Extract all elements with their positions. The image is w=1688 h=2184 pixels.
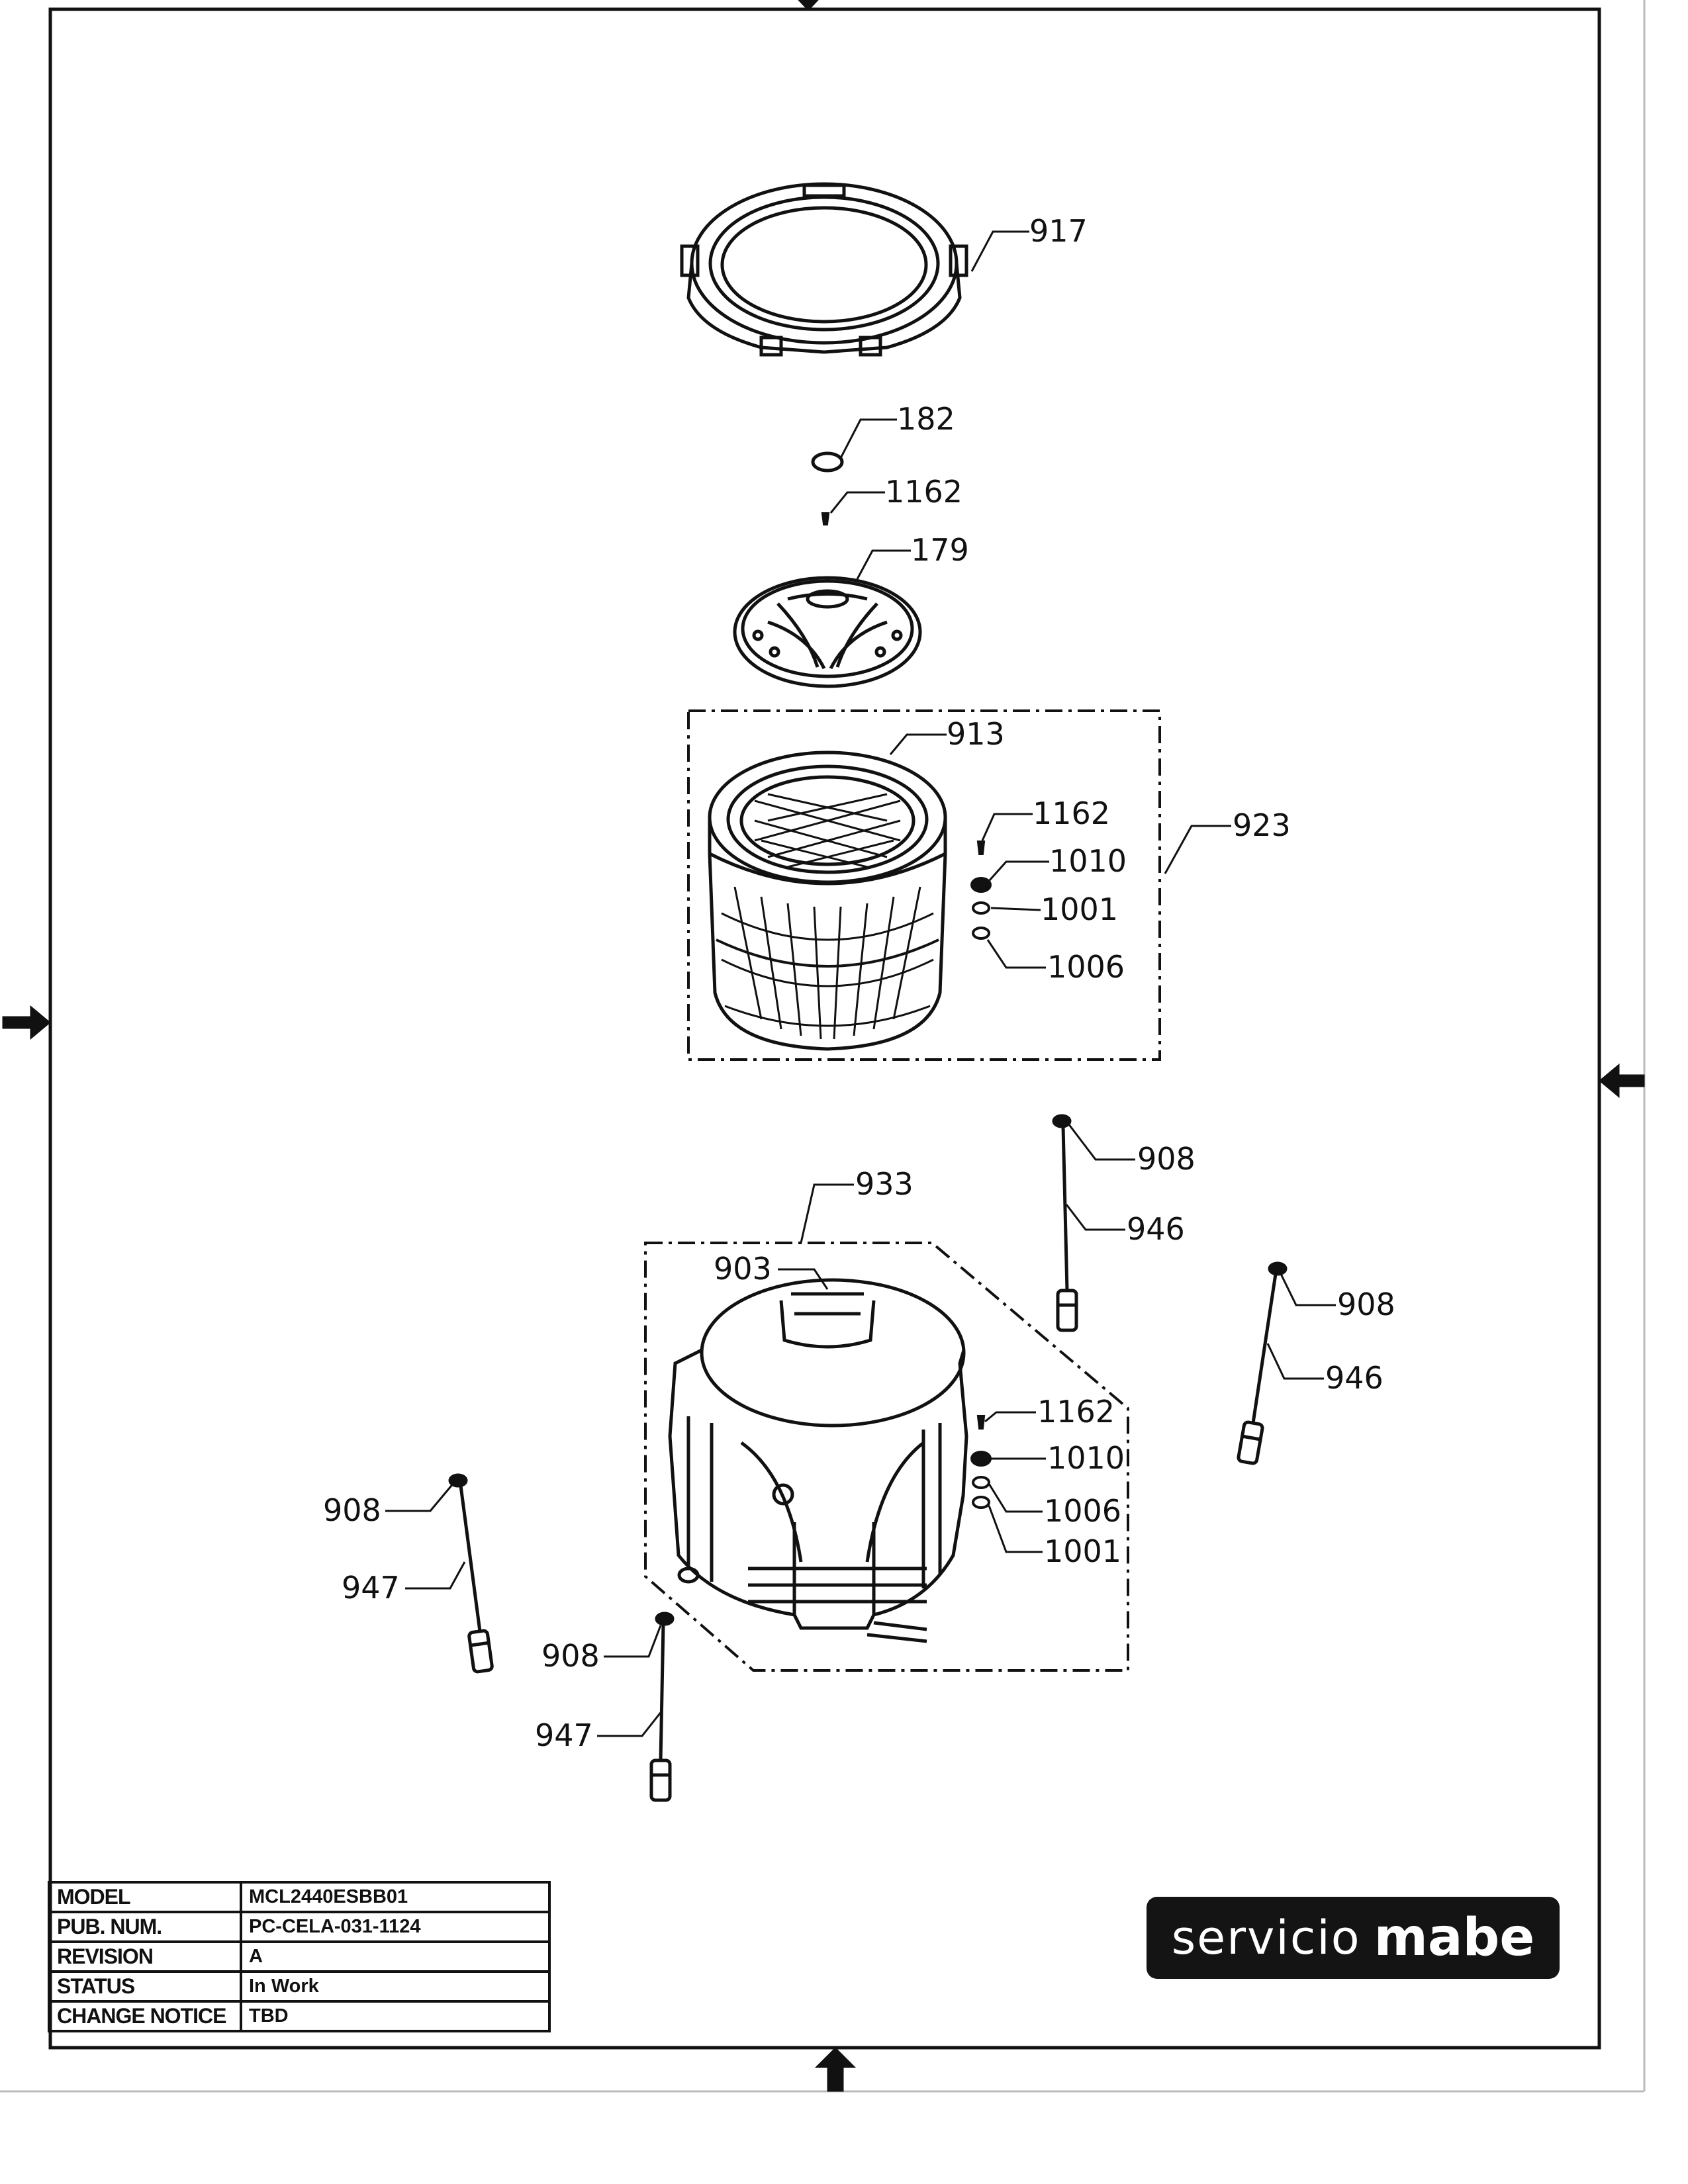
basket-mesh	[721, 793, 934, 1040]
part-1162-screw-b	[976, 841, 986, 855]
part-1006-washer-a	[972, 927, 990, 940]
callout-917: 917	[1029, 213, 1088, 249]
arrow-left	[2, 1005, 51, 1040]
callout-1006-a: 1006	[1047, 949, 1125, 985]
callout-946-a: 946	[1127, 1211, 1185, 1247]
part-913-basket	[708, 751, 947, 1051]
part-1162-screw-c	[976, 1415, 986, 1430]
callout-923: 923	[1233, 807, 1291, 843]
callout-947-a: 947	[342, 1570, 400, 1606]
part-917-ring	[680, 182, 968, 357]
title-row-status: STATUS In Work	[48, 1970, 551, 2003]
title-row-change-notice: CHANGE NOTICE TBD	[48, 2000, 551, 2032]
callout-1162-c: 1162	[1037, 1394, 1115, 1430]
callout-908-c: 908	[323, 1492, 381, 1528]
title-row-model: MODEL MCL2440ESBB01	[48, 1881, 551, 1913]
callout-1001-a: 1001	[1041, 891, 1118, 927]
part-179-impeller	[733, 576, 922, 688]
part-903-tub	[668, 1278, 968, 1643]
callout-1001-b: 1001	[1044, 1533, 1121, 1569]
title-label: CHANGE NOTICE	[48, 2000, 242, 2032]
title-value: PC-CELA-031-1124	[240, 1911, 551, 1943]
title-value: A	[240, 1940, 551, 1973]
callout-908-d: 908	[541, 1638, 600, 1674]
hardware-lower	[970, 1415, 992, 1509]
title-label: MODEL	[48, 1881, 242, 1913]
callout-946-b: 946	[1325, 1360, 1383, 1396]
arrow-right	[1599, 1063, 1645, 1099]
title-label: REVISION	[48, 1940, 242, 1973]
callout-947-b: 947	[535, 1717, 593, 1753]
rod-947-b	[649, 1612, 675, 1802]
title-value: In Work	[240, 1970, 551, 2003]
part-1001-washer-a	[972, 901, 990, 915]
title-block: MODEL MCL2440ESBB01 PUB. NUM. PC-CELA-03…	[48, 1881, 551, 2032]
callout-908-b: 908	[1337, 1287, 1395, 1322]
rod-946-a	[1052, 1114, 1078, 1332]
title-label: PUB. NUM.	[48, 1911, 242, 1943]
title-value: TBD	[240, 2000, 551, 2032]
suspension-rods	[448, 1114, 1288, 1802]
callout-182: 182	[897, 401, 955, 437]
leader-lines	[385, 230, 1336, 1737]
hardware-upper	[970, 841, 992, 940]
brand-logo-part1: servicio	[1171, 1911, 1361, 1965]
rod-947-a	[448, 1473, 494, 1674]
center-arrows	[2, 0, 1645, 2092]
part-1162-screw-top	[821, 512, 830, 525]
callout-1010-b: 1010	[1047, 1440, 1125, 1476]
title-label: STATUS	[48, 1970, 242, 2003]
assembly-box-933	[644, 1242, 1129, 1672]
drawing-border	[48, 7, 1601, 2050]
callout-903: 903	[714, 1251, 772, 1287]
callout-1006-b: 1006	[1044, 1493, 1121, 1529]
arrow-top	[798, 0, 819, 11]
callout-933: 933	[855, 1166, 914, 1202]
part-1010-nut-a	[970, 877, 992, 893]
title-row-revision: REVISION A	[48, 1940, 551, 1973]
title-row-pub-num: PUB. NUM. PC-CELA-031-1124	[48, 1911, 551, 1943]
title-value: MCL2440ESBB01	[240, 1881, 551, 1913]
part-1001-washer-b	[972, 1496, 990, 1509]
callout-179: 179	[911, 532, 969, 568]
brand-logo-part2: mabe	[1374, 1908, 1535, 1968]
callout-1162-b: 1162	[1033, 796, 1110, 831]
part-1010-nut-b	[970, 1451, 992, 1467]
assembly-box-923	[687, 709, 1161, 1061]
brand-logo: servicio mabe	[1147, 1897, 1560, 1979]
part-1006-washer-b	[972, 1476, 990, 1489]
callout-1010-a: 1010	[1049, 843, 1127, 879]
callout-1162-a: 1162	[885, 474, 962, 510]
part-182-clip	[811, 451, 844, 473]
rod-946-b	[1237, 1261, 1288, 1465]
callout-913: 913	[947, 716, 1005, 752]
arrow-bottom	[814, 2047, 857, 2092]
callout-908-a: 908	[1137, 1141, 1196, 1177]
